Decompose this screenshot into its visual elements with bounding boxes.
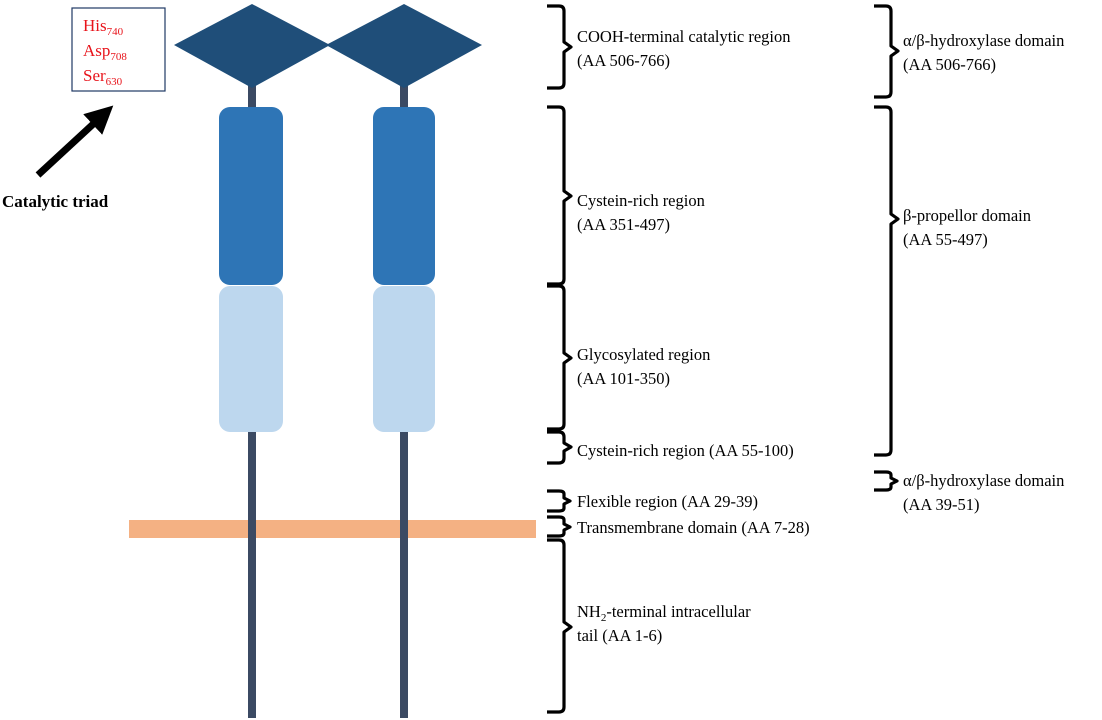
triad-residue: Asp708 [83,41,127,63]
triad-frame [71,7,166,92]
catalytic-region-diamond [326,4,482,88]
cysteine-rich-block [219,107,283,285]
label-glycosylated-range: (AA 101-350) [577,369,670,388]
label-hydroxylase-domain-top: α/β-hydroxylase domain [903,31,1064,50]
monomer-right [326,4,482,718]
brace-hydroxylase-domain-bottom [874,470,899,492]
brace-glycosylated [547,284,573,431]
label-cysteine-rich-lower: Cystein-rich region (AA 55-100) [577,441,794,460]
label-cysteine-rich-upper: Cystein-rich region [577,191,705,210]
label-propellor-domain-range: (AA 55-497) [903,230,988,249]
glycosylated-block [219,286,283,432]
label-catalytic-region: COOH-terminal catalytic region [577,27,791,46]
catalytic-triad-box: His740 Asp708 Ser630 [71,7,166,92]
label-catalytic-region-range: (AA 506-766) [577,51,670,70]
glycosylated-block [373,286,435,432]
brace-transmembrane [547,515,572,538]
label-propellor-domain: β-propellor domain [903,206,1031,225]
label-intracellular-tail: NH2-terminal intracellular [577,602,751,624]
brace-cysteine-rich-upper [547,105,573,286]
triad-residue: His740 [83,16,124,38]
brace-cysteine-rich-lower [547,430,573,465]
triad-caption: Catalytic triad [2,192,109,211]
brace-hydroxylase-domain-top [874,4,900,99]
brace-propellor-domain [874,105,900,457]
brace-flexible [547,489,572,513]
stalk-upper [248,84,256,112]
label-hydroxylase-domain-top-range: (AA 506-766) [903,55,996,74]
stalk-lower [400,430,408,718]
label-hydroxylase-domain-bottom: α/β-hydroxylase domain [903,471,1064,490]
triad-residue: Ser630 [83,66,123,88]
catalytic-region-diamond [174,4,330,88]
label-hydroxylase-domain-bottom-range: (AA 39-51) [903,495,980,514]
label-glycosylated: Glycosylated region [577,345,710,364]
label-intracellular-tail-range: tail (AA 1-6) [577,626,662,645]
stalk-lower [248,430,256,718]
cell-membrane [129,520,536,538]
triad-arrow [35,105,114,178]
monomer-left [174,4,330,718]
brace-intracellular-tail [547,538,573,714]
brace-catalytic-region [547,4,573,90]
cysteine-rich-block [373,107,435,285]
label-transmembrane: Transmembrane domain (AA 7-28) [577,518,810,537]
label-cysteine-rich-upper-range: (AA 351-497) [577,215,670,234]
stalk-upper [400,84,408,112]
label-flexible: Flexible region (AA 29-39) [577,492,758,511]
